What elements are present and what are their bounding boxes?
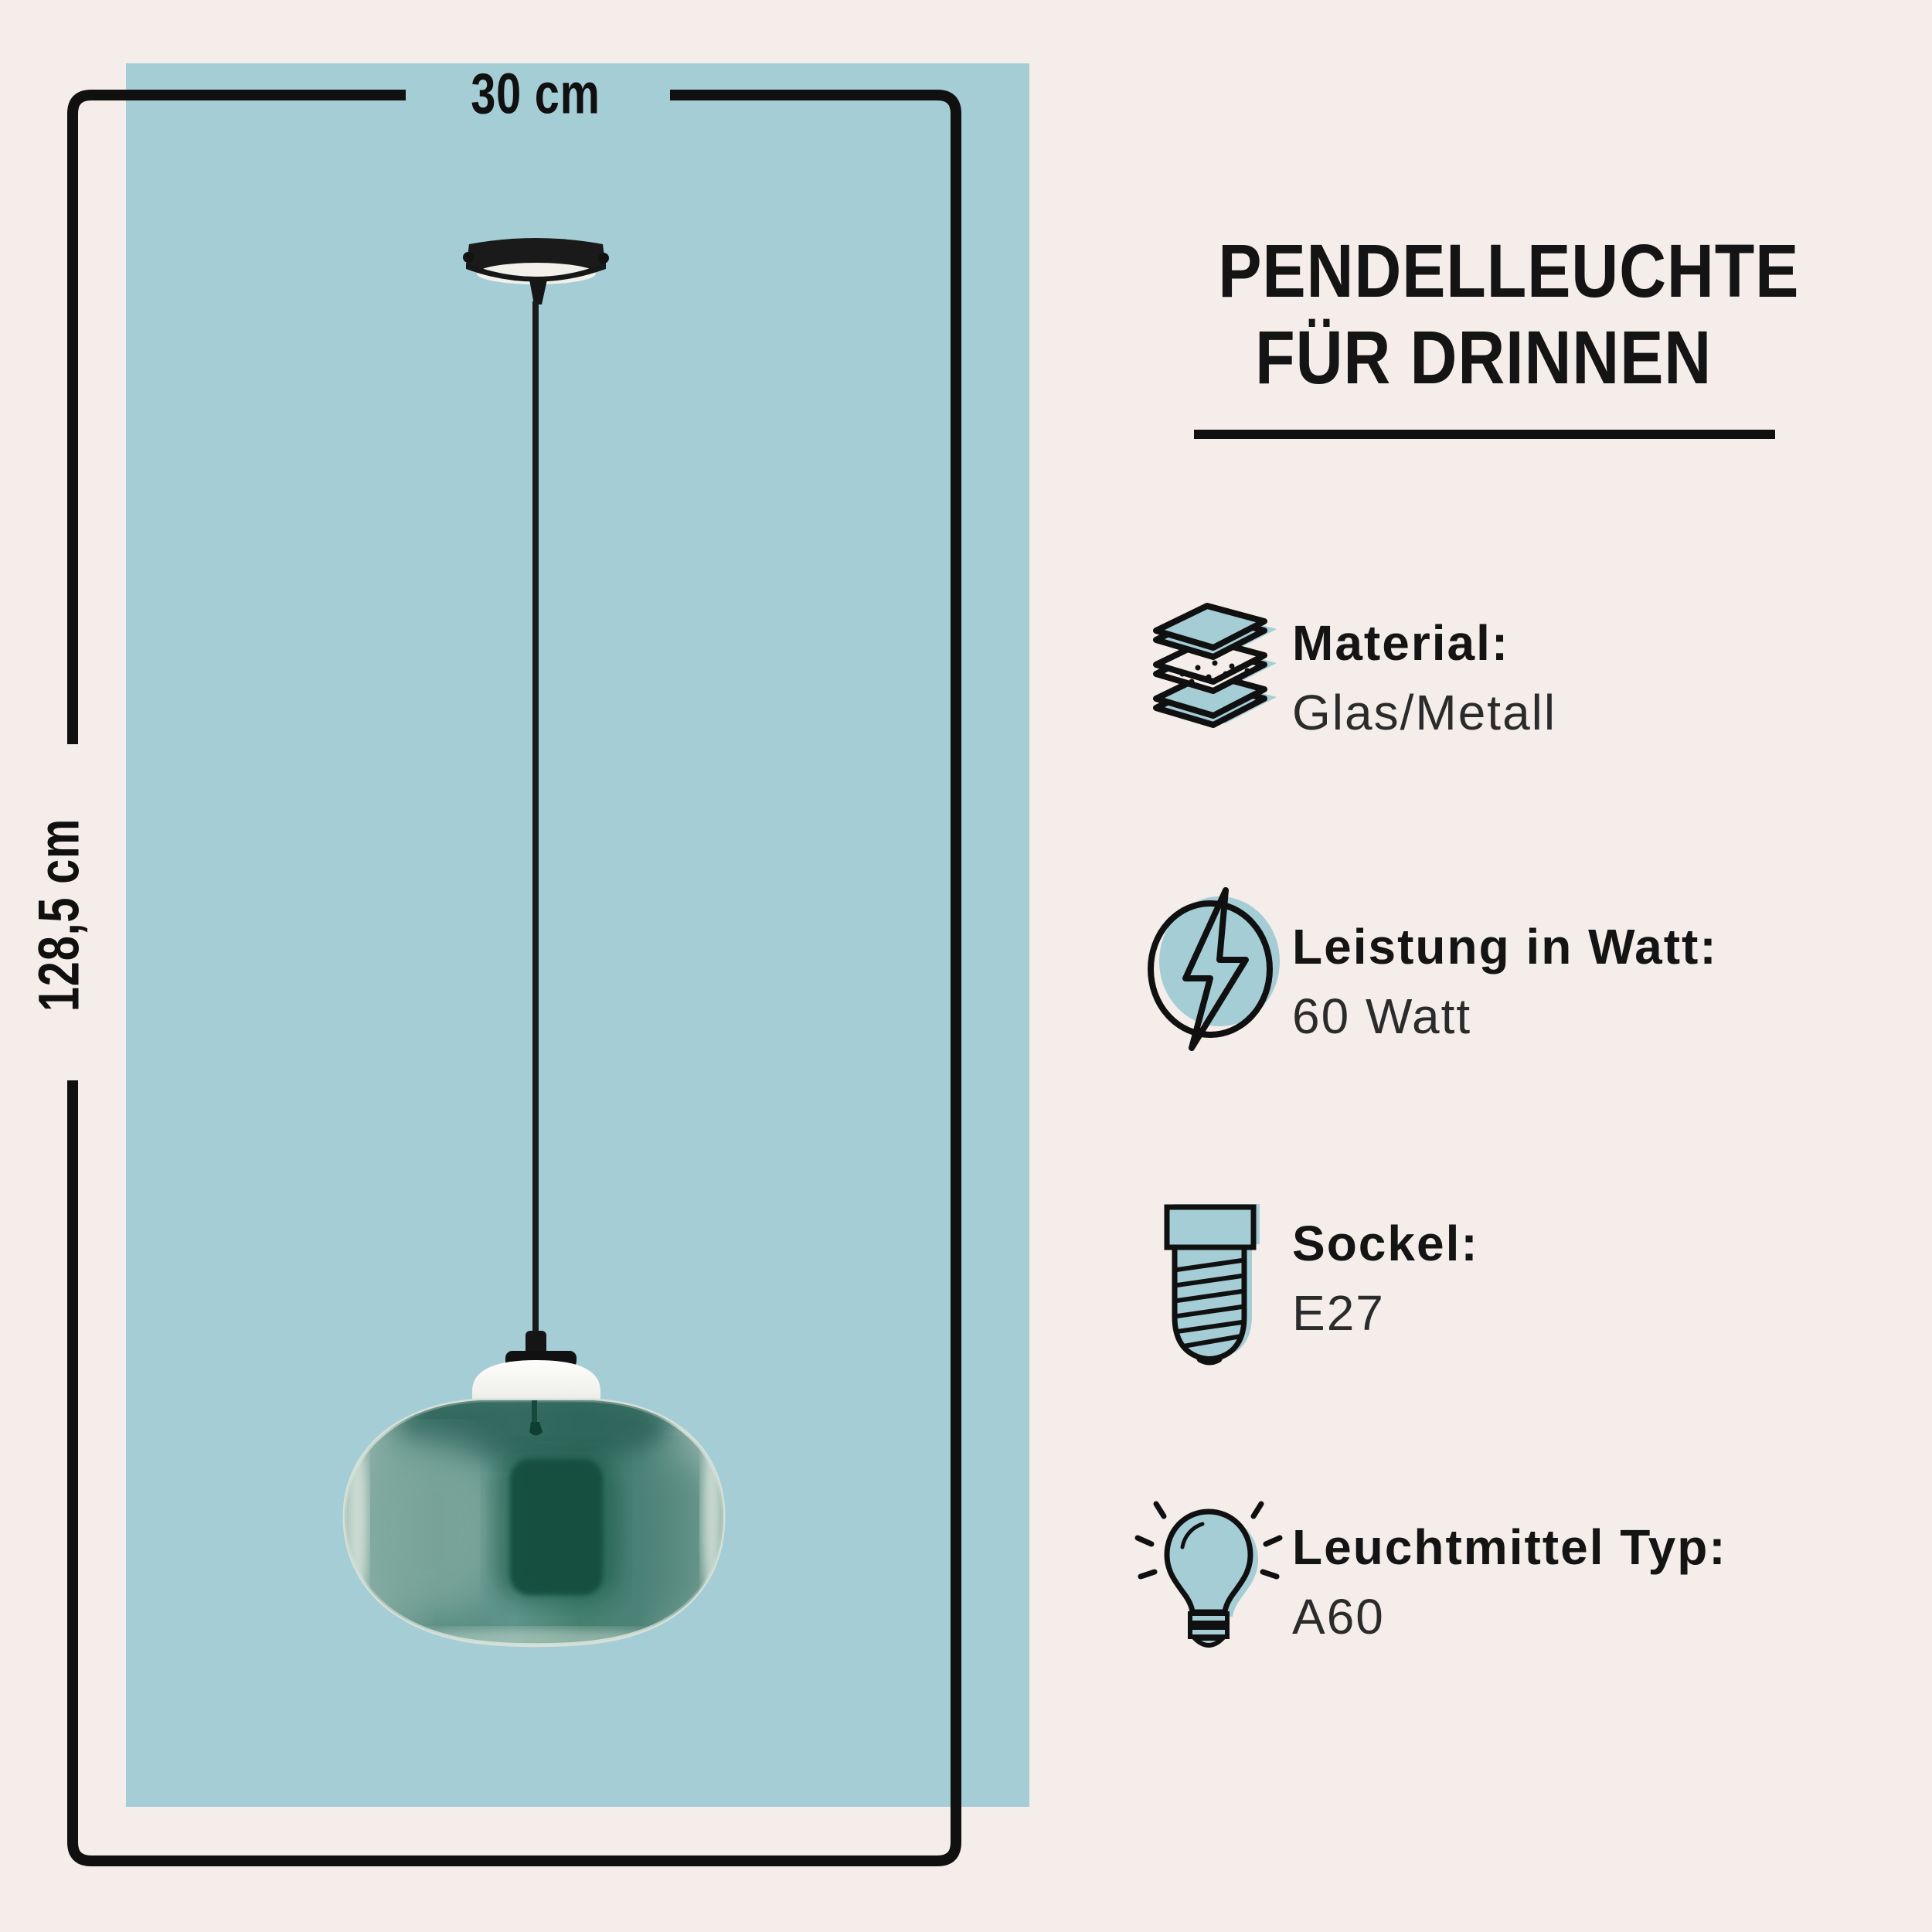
width-dimension-value: 30 cm xyxy=(471,61,600,126)
spec-wattage-label: Leistung in Watt: xyxy=(1292,919,1718,975)
spec-row-wattage: Leistung in Watt: 60 Watt xyxy=(1292,912,1718,1051)
height-dimension-label: 128,5 cm xyxy=(26,791,92,1039)
width-dimension-label: 30 cm xyxy=(453,61,619,127)
page-title: PENDELLEUCHTE FÜR DRINNEN xyxy=(1175,228,1798,401)
spec-socket-value: E27 xyxy=(1292,1285,1385,1341)
material-layer-dots xyxy=(1179,660,1250,685)
pendant-lamp-photo xyxy=(342,238,726,1648)
spec-material-label: Material: xyxy=(1292,615,1510,671)
light-bulb-icon xyxy=(1134,1501,1283,1648)
material-layers-icon xyxy=(1153,603,1277,728)
suspension-cord xyxy=(532,301,539,1345)
dimension-bracket-topleft-path xyxy=(67,90,406,744)
spec-bulb-type-label: Leuchtmittel Typ: xyxy=(1292,1519,1727,1575)
spec-socket-label: Sockel: xyxy=(1292,1216,1479,1271)
dimension-bracket xyxy=(67,90,961,1866)
page-title-line2: FÜR DRINNEN xyxy=(1255,315,1713,400)
title-underline xyxy=(1194,430,1775,439)
ceiling-canopy xyxy=(463,238,609,304)
bulb-rays xyxy=(1134,1501,1283,1580)
spec-material-value: Glas/Metall xyxy=(1292,685,1557,740)
page-title-line1: PENDELLEUCHTE xyxy=(1218,229,1800,313)
power-lightning-icon xyxy=(1148,887,1280,1051)
socket-screw-base-icon xyxy=(1164,1204,1260,1366)
spec-row-material: Material: Glas/Metall xyxy=(1292,608,1556,747)
spec-wattage-value: 60 Watt xyxy=(1292,988,1472,1044)
spec-bulb-type-value: A60 xyxy=(1292,1589,1385,1645)
dimension-bracket-main-path xyxy=(67,90,961,1866)
height-dimension-value: 128,5 cm xyxy=(26,818,91,1012)
glass-shade xyxy=(342,1398,726,1648)
spec-row-bulb-type: Leuchtmittel Typ: A60 xyxy=(1292,1512,1727,1651)
spec-row-socket: Sockel: E27 xyxy=(1292,1209,1479,1348)
